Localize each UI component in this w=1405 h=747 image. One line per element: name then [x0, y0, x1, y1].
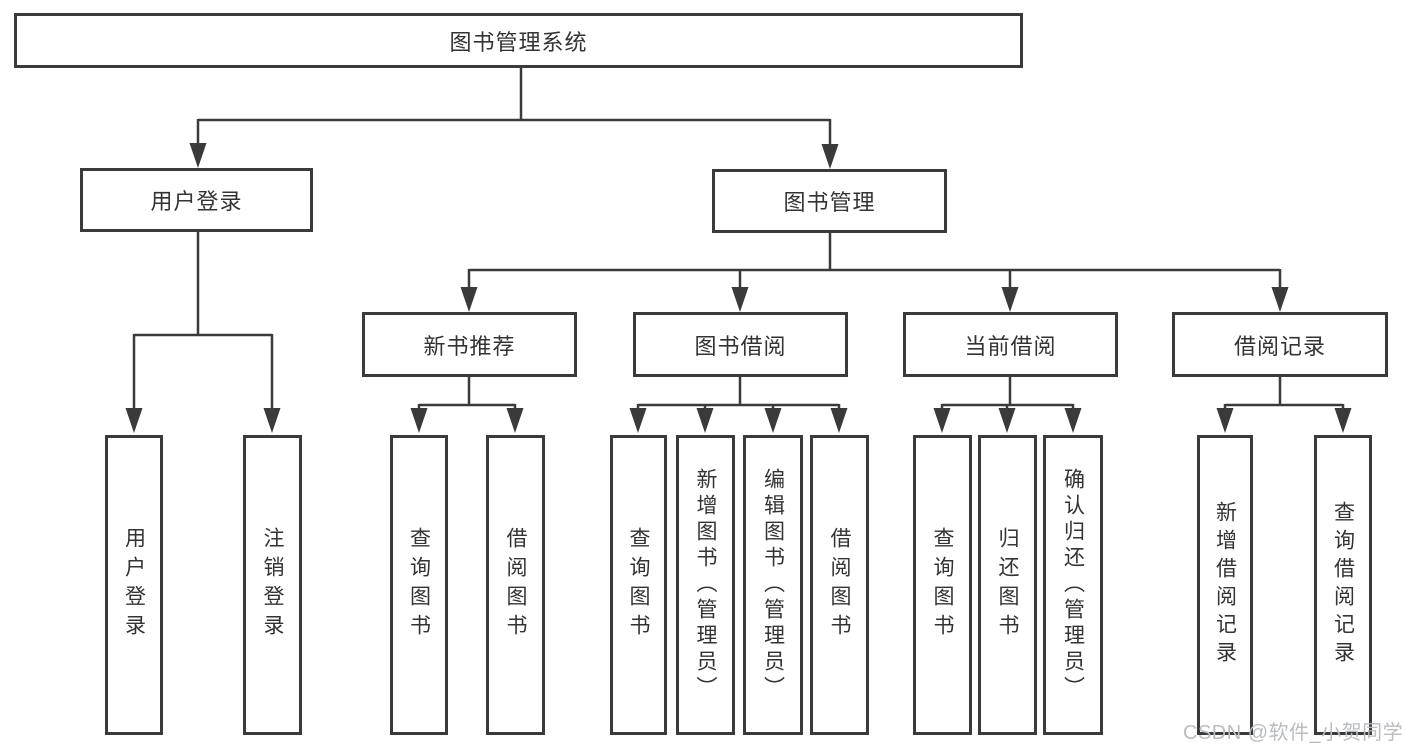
leaf-query-books-current: 查询图书 [913, 435, 972, 735]
leaf-confirm-return-admin: 确认归还（管理员） [1043, 435, 1103, 735]
node-root: 图书管理系统 [14, 13, 1023, 68]
leaf-user-login: 用户登录 [105, 435, 163, 735]
node-borrowing-records: 借阅记录 [1172, 312, 1388, 377]
leaf-query-books-borrowing: 查询图书 [610, 435, 667, 735]
leaf-logout-login: 注销登录 [243, 435, 302, 735]
leaf-query-borrow-record: 查询借阅记录 [1314, 435, 1372, 735]
leaf-borrow-books-recommend: 借阅图书 [486, 435, 545, 735]
node-book-management: 图书管理 [712, 169, 947, 233]
leaf-return-books: 归还图书 [978, 435, 1037, 735]
csdn-watermark: CSDN @软件_小贺同学 [1183, 722, 1404, 744]
leaf-borrow-books-borrowing: 借阅图书 [810, 435, 869, 735]
leaf-query-books-recommend: 查询图书 [390, 435, 448, 735]
node-new-book-recommendation: 新书推荐 [362, 312, 577, 377]
leaf-add-books-admin: 新增图书（管理员） [676, 435, 735, 735]
node-current-borrowing: 当前借阅 [903, 312, 1118, 377]
node-user-login: 用户登录 [80, 168, 313, 232]
leaf-edit-books-admin: 编辑图书（管理员） [743, 435, 803, 735]
node-book-borrowing: 图书借阅 [633, 312, 848, 377]
leaf-add-borrow-record: 新增借阅记录 [1197, 435, 1253, 735]
arrowhead-group [125, 143, 1352, 433]
